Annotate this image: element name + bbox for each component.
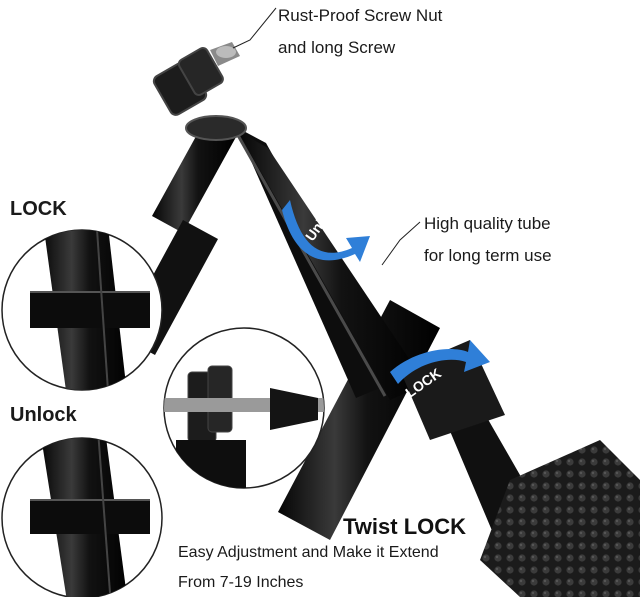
tube-line2: for long term use	[424, 246, 552, 265]
screw-nut-label: Rust-Proof Screw Nut and long Screw	[278, 0, 442, 64]
tube-pointer-line	[381, 221, 421, 266]
tube-line1: High quality tube	[424, 214, 551, 233]
lock-heading: LOCK	[10, 198, 67, 220]
desc-line2: From 7-19 Inches	[178, 574, 304, 591]
screw-line2: and long Screw	[278, 38, 396, 57]
adjustment-description: Easy Adjustment and Make it Extend From …	[178, 538, 439, 597]
desc-line1: Easy Adjustment and Make it Extend	[178, 544, 439, 561]
tube-label: High quality tube for long term use	[424, 208, 552, 272]
lock-inset	[1, 229, 163, 391]
selfie-stick-pole	[120, 120, 640, 597]
unlock-heading: Unlock	[10, 404, 77, 426]
unlock-inset	[1, 437, 163, 597]
screw-pointer-line	[232, 7, 277, 49]
screw-inset	[163, 327, 325, 489]
top-mount	[152, 42, 247, 141]
twist-lock-title: Twist LOCK	[343, 514, 467, 539]
screw-line1: Rust-Proof Screw Nut	[278, 6, 443, 25]
